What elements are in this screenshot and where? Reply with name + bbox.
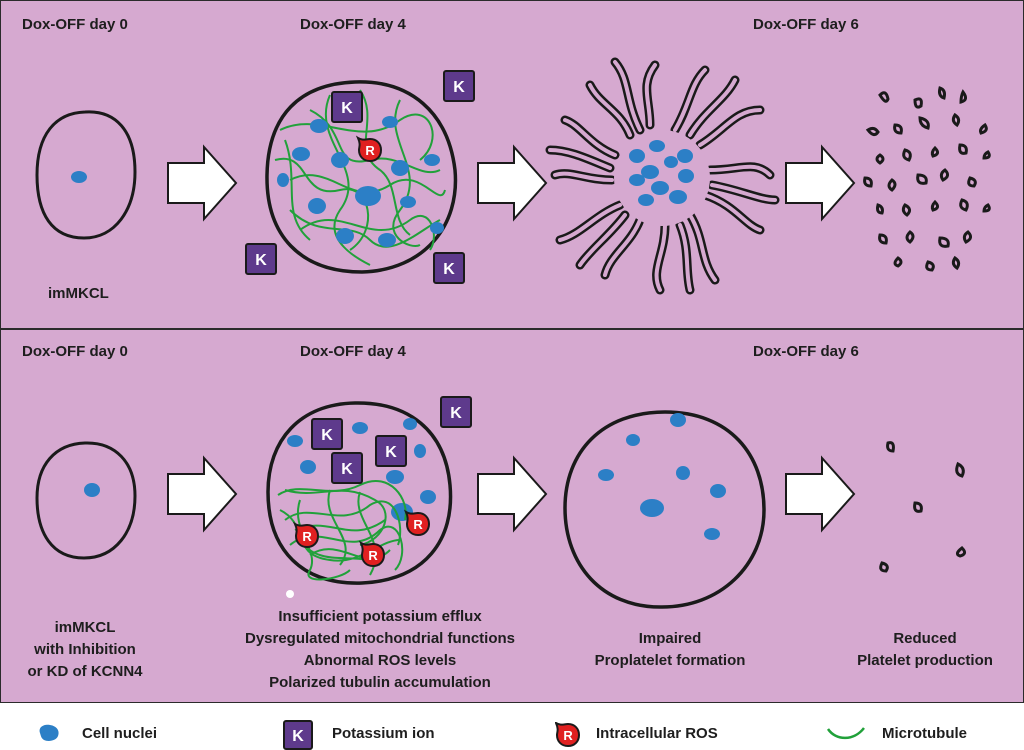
top-day4-cell (265, 80, 458, 274)
stage-label: Dox-OFF day 6 (753, 343, 859, 360)
cell-nucleus (84, 483, 100, 497)
legend: Cell nuclei K Potassium ion R Intracellu… (0, 703, 1024, 750)
potassium-ion-outside (440, 396, 472, 428)
potassium-ion (375, 435, 407, 467)
bottom-panel (0, 329, 1024, 703)
ros-particle (405, 511, 430, 536)
legend-label: Microtubule (882, 725, 967, 742)
cell-nucleus-icon (39, 724, 59, 741)
legend-label: Intracellular ROS (596, 725, 718, 742)
microtubule-network (274, 89, 446, 266)
cell-nuclei-cluster (598, 413, 726, 540)
cell-nucleus (71, 171, 87, 183)
stage-label: Dox-OFF day 6 (753, 16, 859, 33)
stage-label: Dox-OFF day 0 (22, 16, 128, 33)
top-arrow-1 (167, 146, 237, 220)
microtubule-icon (826, 727, 865, 740)
caption-day4: Insufficient potassium efflux Dysregulat… (244, 608, 516, 691)
legend-label: Cell nuclei (82, 725, 158, 742)
caption-platelet: Reduced Platelet production (857, 630, 993, 669)
potassium-ion-icon: K (283, 720, 313, 750)
ros-particle (357, 137, 382, 162)
top-day0-cell (35, 110, 137, 240)
top-arrow-2 (477, 146, 547, 220)
dot-marker (286, 590, 294, 598)
platelet-cluster (863, 86, 991, 272)
potassium-ion (331, 91, 363, 123)
legend-label: Potassium ion (332, 725, 435, 742)
ros-particle (360, 542, 385, 567)
bottom-arrow-1 (167, 457, 237, 531)
potassium-ion-outside (443, 70, 475, 102)
top-caption: imMKCL (48, 285, 109, 302)
stage-label: Dox-OFF day 4 (300, 343, 406, 360)
bottom-arrow-3 (785, 457, 855, 531)
platelet-cluster (879, 441, 967, 573)
potassium-ion (311, 418, 343, 450)
ros-particle (294, 523, 319, 548)
svg-text:K: K (292, 728, 304, 745)
ros-icon: R (555, 722, 581, 748)
bottom-day0-cell (35, 441, 137, 560)
top-arrow-3 (785, 146, 855, 220)
caption-proplatelet: Impaired Proplatelet formation (594, 630, 746, 669)
potassium-ion-outside (245, 243, 277, 275)
bottom-day4-cell (266, 401, 453, 585)
bottom-arrow-2 (477, 457, 547, 531)
svg-text:R: R (563, 728, 573, 743)
cell-nuclei-cluster (629, 140, 694, 206)
impaired-cell (563, 410, 766, 609)
potassium-ion (331, 452, 363, 484)
caption-day0: imMKCL with Inhibition or KD of KCNN4 (27, 619, 143, 680)
stage-label: Dox-OFF day 4 (300, 16, 406, 33)
stage-label: Dox-OFF day 0 (22, 343, 128, 360)
potassium-ion-outside (433, 252, 465, 284)
cell-nuclei-cluster (277, 116, 444, 247)
diagram-canvas: K R (35, 57, 991, 609)
